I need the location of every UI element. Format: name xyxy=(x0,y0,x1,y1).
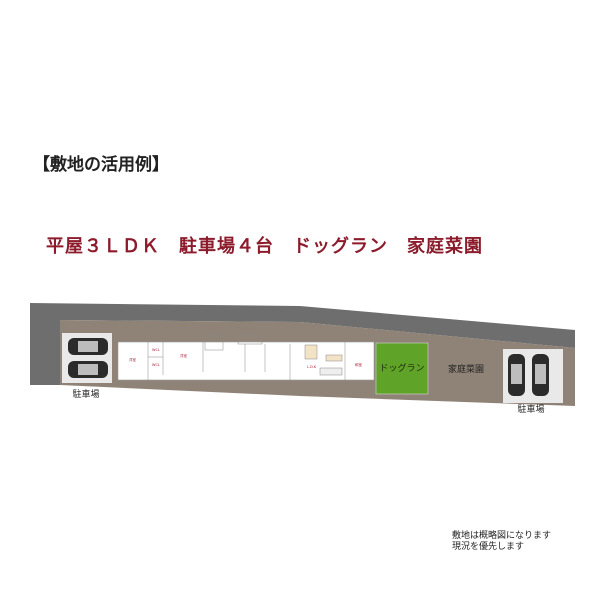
dog-run-label: ドッグラン xyxy=(379,362,424,374)
room-label: WCL xyxy=(152,348,160,352)
room-walls xyxy=(147,335,346,380)
garden-label: 家庭菜園 xyxy=(448,363,484,375)
car-window xyxy=(78,341,546,384)
room-label: 洋室 xyxy=(129,357,136,362)
section-heading: 【敷地の活用例】 xyxy=(33,155,169,175)
dog-run-area xyxy=(375,342,429,395)
room-label: L.D.K xyxy=(307,365,317,369)
room-label: 和室 xyxy=(355,362,363,367)
note-line: 敷地は概略図になります xyxy=(452,531,552,541)
road xyxy=(30,303,575,385)
parking-left-label: 駐車場 xyxy=(72,388,99,400)
parking-right-label: 駐車場 xyxy=(517,403,544,415)
room-label: 洋室 xyxy=(180,353,187,358)
disclaimer-note: 敷地は概略図になります 現況を優先します xyxy=(452,531,551,553)
room-label: WCL xyxy=(152,363,160,367)
plan-headline: 平屋３ＬＤＫ 駐車場４台 ドッグラン 家庭菜園 xyxy=(46,236,483,257)
note-line: 現況を優先します xyxy=(452,542,525,552)
